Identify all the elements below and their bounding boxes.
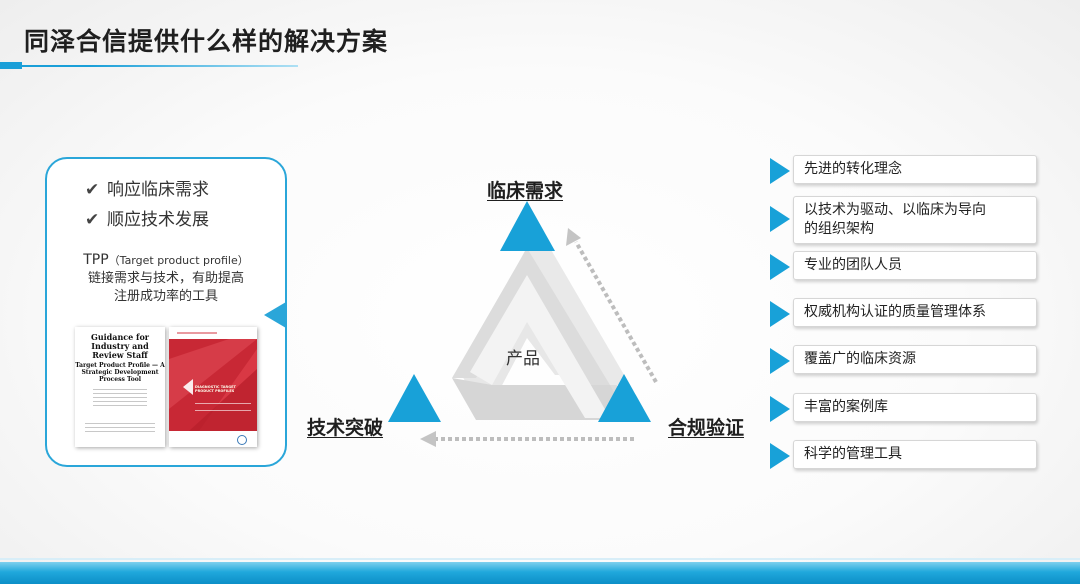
pointer-triangle-icon xyxy=(770,443,790,469)
doc-red-title: DIAGNOSTIC TARGET PRODUCT PROFILES xyxy=(195,385,236,393)
pointer-triangle-icon xyxy=(770,396,790,422)
page-title: 同泽合信提供什么样的解决方案 xyxy=(24,27,389,56)
doc-red-rule xyxy=(195,403,251,411)
arrow-head-left-icon xyxy=(420,431,436,447)
feature-label: 丰富的案例库 xyxy=(804,399,888,415)
pointer-triangle-icon xyxy=(770,348,790,374)
triangle-frame-inner xyxy=(470,275,610,418)
tpp-heading: TPP（Target product profile） xyxy=(47,251,285,270)
check-item-technology: ✔ 顺应技术发展 xyxy=(85,205,209,230)
feature-box: 以技术为驱动、以临床为导向 的组织架构 xyxy=(793,196,1037,244)
who-logo-icon xyxy=(169,431,257,447)
feature-box: 覆盖广的临床资源 xyxy=(793,345,1037,374)
feature-label: 科学的管理工具 xyxy=(804,446,902,462)
vertex-right-icon xyxy=(598,374,651,422)
tpp-full-name: （Target product profile） xyxy=(108,254,249,267)
arrow-right-to-top xyxy=(574,241,658,383)
feature-label: 以技术为驱动、以临床为导向 xyxy=(804,202,986,218)
doc-white-subtitle: Target Product Profile — A Strategic Dev… xyxy=(75,362,165,383)
feature-label: 专业的团队人员 xyxy=(804,257,902,273)
triangle-frame-right xyxy=(527,248,630,385)
feature-box: 科学的管理工具 xyxy=(793,440,1037,469)
tpp-desc-line1: 链接需求与技术，有助提高 xyxy=(87,271,244,286)
vertex-label-technology: 技术突破 xyxy=(307,417,384,439)
title-underline xyxy=(0,65,298,67)
footer-bar xyxy=(0,562,1080,584)
tpp-panel: ✔ 响应临床需求 ✔ 顺应技术发展 TPP（Target product profi… xyxy=(45,157,287,467)
tpp-abbrev: TPP xyxy=(83,252,109,268)
doc-text-lines xyxy=(93,389,147,409)
feature-box: 权威机构认证的质量管理体系 xyxy=(793,298,1037,327)
check-label: 顺应技术发展 xyxy=(107,210,209,230)
arrow-head-up-icon xyxy=(566,228,581,246)
feature-label: 权威机构认证的质量管理体系 xyxy=(804,304,986,320)
feature-label-cont: 的组织架构 xyxy=(804,221,874,237)
center-label-product: 产品 xyxy=(506,349,540,369)
pointer-triangle-icon xyxy=(770,254,790,280)
vertex-label-clinical: 临床需求 xyxy=(487,180,564,202)
feature-box: 先进的转化理念 xyxy=(793,155,1037,184)
left-panel-pointer-icon xyxy=(264,302,286,328)
feature-label: 先进的转化理念 xyxy=(804,161,902,177)
checkmark-icon: ✔ xyxy=(85,180,100,200)
feature-label: 覆盖广的临床资源 xyxy=(804,351,916,367)
vertex-top-icon xyxy=(500,201,555,251)
feature-box: 丰富的案例库 xyxy=(793,393,1037,422)
pointer-triangle-icon xyxy=(770,206,790,232)
tpp-description: TPP（Target product profile） 链接需求与技术，有助提高… xyxy=(47,251,285,306)
fda-guidance-document-image: Guidance for Industry and Review Staff T… xyxy=(75,327,165,447)
feature-box: 专业的团队人员 xyxy=(793,251,1037,280)
checkmark-icon: ✔ xyxy=(85,210,100,230)
check-item-clinical: ✔ 响应临床需求 xyxy=(85,175,209,200)
doc-white-title: Guidance for Industry and Review Staff xyxy=(90,332,150,360)
vertex-label-compliance: 合规验证 xyxy=(668,417,745,439)
footer-divider xyxy=(0,558,1080,560)
check-label: 响应临床需求 xyxy=(107,180,209,200)
doc-red-header xyxy=(169,327,257,339)
doc-red-pattern xyxy=(169,339,257,431)
who-tpp-document-image: DIAGNOSTIC TARGET PRODUCT PROFILES xyxy=(169,327,257,447)
doc-footer-lines xyxy=(85,423,155,435)
vertex-left-icon xyxy=(388,374,441,422)
pointer-triangle-icon xyxy=(770,158,790,184)
tpp-desc-line2: 注册成功率的工具 xyxy=(113,289,218,304)
pointer-triangle-icon xyxy=(770,301,790,327)
